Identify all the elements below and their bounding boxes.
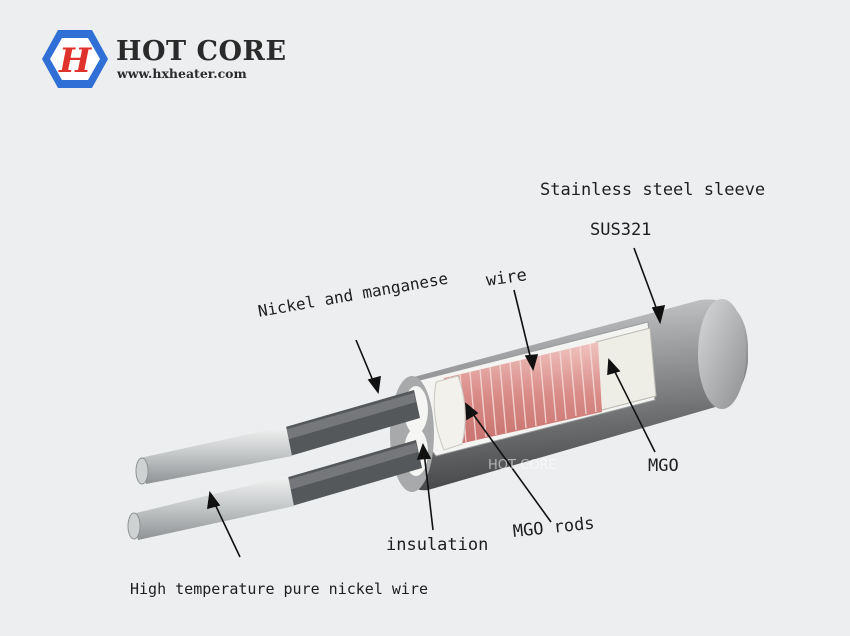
callout-arrows bbox=[207, 247, 666, 558]
watermark: HOT CORE bbox=[488, 458, 557, 473]
lower-lead bbox=[127, 440, 422, 540]
logo-letter: H bbox=[58, 41, 93, 81]
mgo-filler bbox=[593, 327, 657, 411]
sleeve-end-cap bbox=[698, 299, 746, 409]
upper-lead bbox=[135, 390, 420, 485]
hot-core-logo-icon: H bbox=[42, 30, 108, 88]
brand-header: H HOT CORE www.hxheater.com bbox=[40, 28, 300, 90]
label-stainless-steel-sleeve: Stainless steel sleeve bbox=[540, 180, 766, 200]
label-high-temp-nickel-wire: High temperature pure nickel wire bbox=[130, 580, 429, 598]
label-sus321: SUS321 bbox=[590, 220, 652, 240]
label-mgo: MGO bbox=[648, 456, 679, 476]
heating-coil bbox=[433, 342, 602, 451]
label-insulation: insulation bbox=[386, 535, 489, 555]
brand-name: HOT CORE bbox=[116, 36, 287, 67]
brand-url: www.hxheater.com bbox=[117, 66, 247, 81]
